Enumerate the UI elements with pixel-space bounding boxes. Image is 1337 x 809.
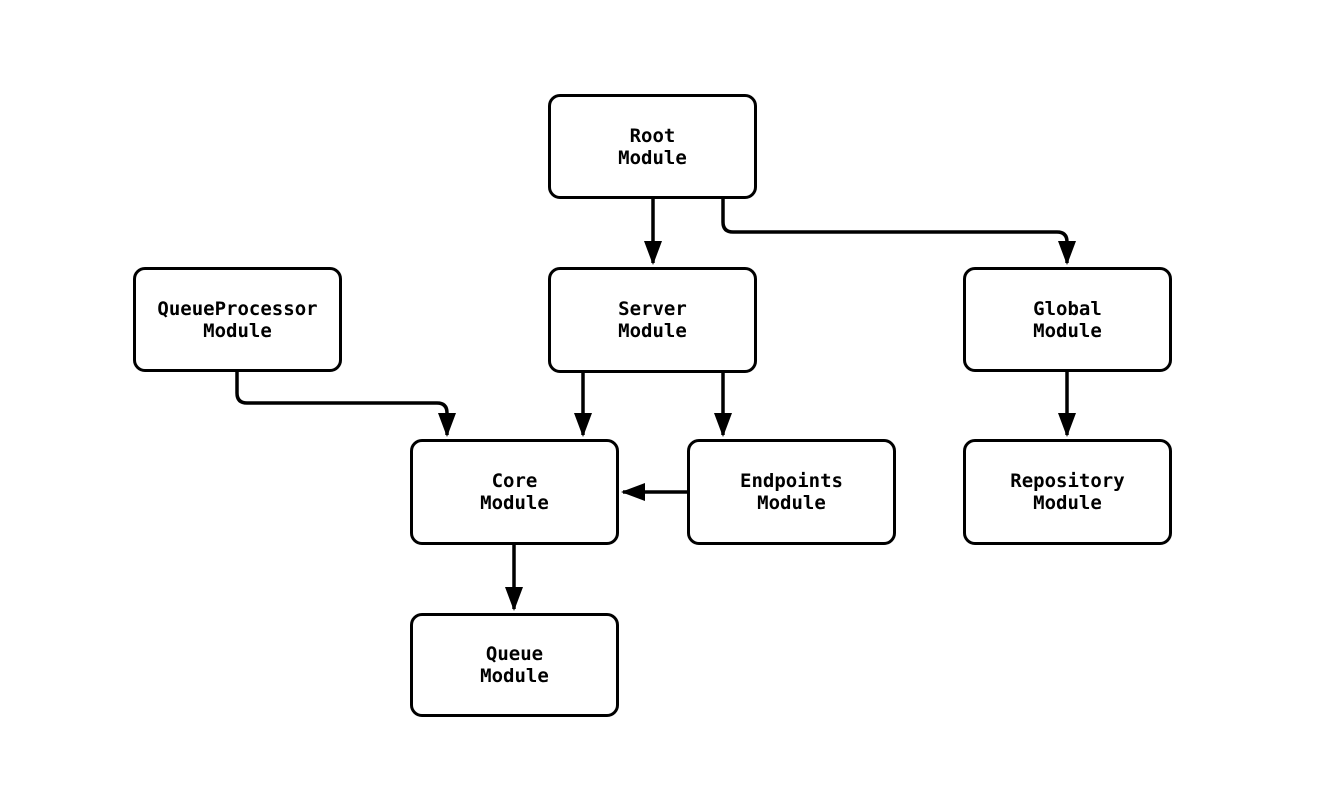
edge-queueprocessor-to-core xyxy=(235,372,456,437)
node-label-line: Module xyxy=(480,492,549,514)
node-label-line: Module xyxy=(203,319,272,342)
node-label-line: Global xyxy=(1033,297,1102,320)
node-label-line: Module xyxy=(1033,492,1102,514)
node-label-line: Module xyxy=(480,665,549,687)
node-label-line: QueueProcessor xyxy=(157,297,318,320)
node-label-line: Server xyxy=(618,298,687,320)
node-label-line: Module xyxy=(618,146,687,169)
edge-root-to-global xyxy=(721,199,1076,265)
node-label-line: Queue xyxy=(485,643,544,665)
node-label-line: Module xyxy=(1033,319,1102,342)
node-label-line: Repository xyxy=(1010,470,1125,492)
node-label-line: Core xyxy=(491,470,538,492)
node-label-line: Endpoints xyxy=(740,470,843,492)
node-label-line: Module xyxy=(618,320,687,342)
node-label-line: Root xyxy=(629,124,676,147)
node-label-line: Module xyxy=(757,492,826,514)
edges-group xyxy=(235,199,1076,611)
